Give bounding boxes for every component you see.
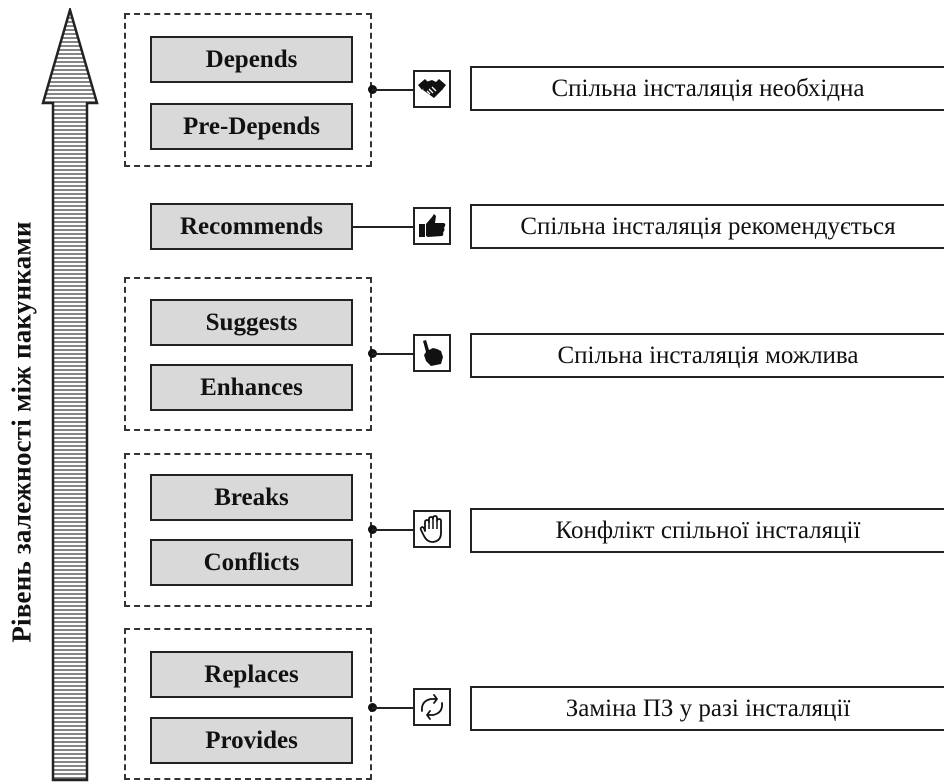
package-breaks: Breaks bbox=[150, 474, 353, 521]
package-pre-depends: Pre-Depends bbox=[150, 103, 353, 150]
thumbs-up-icon-box bbox=[413, 207, 451, 245]
pointing-hand-icon bbox=[423, 340, 443, 366]
description-replacement: Заміна ПЗ у разі інсталяції bbox=[470, 686, 944, 731]
stop-hand-icon bbox=[419, 515, 442, 543]
description-required: Спільна інсталяція необхідна bbox=[470, 66, 944, 111]
stop-hand-icon-box bbox=[413, 510, 451, 548]
pointing-hand-icon-box bbox=[413, 334, 451, 372]
description-conflict: Конфлікт спільної інсталяції bbox=[470, 508, 944, 553]
package-suggests: Suggests bbox=[150, 299, 353, 346]
connector-line bbox=[372, 707, 413, 709]
axis-label-text: Рівень залежності між пакунками bbox=[6, 221, 37, 643]
package-depends: Depends bbox=[150, 36, 353, 83]
swap-arrows-icon bbox=[421, 694, 443, 720]
package-conflicts: Conflicts bbox=[150, 539, 353, 586]
package-replaces: Replaces bbox=[150, 651, 353, 698]
package-recommends: Recommends bbox=[150, 203, 353, 250]
handshake-icon-box bbox=[413, 70, 451, 108]
connector-line bbox=[372, 353, 413, 355]
thumbs-up-icon bbox=[419, 214, 446, 237]
package-provides: Provides bbox=[150, 717, 353, 764]
swap-arrows-icon-box bbox=[413, 688, 451, 726]
handshake-icon bbox=[418, 79, 446, 98]
connector-line bbox=[353, 226, 413, 228]
connector-line bbox=[372, 529, 413, 531]
connector-line bbox=[372, 89, 413, 91]
package-enhances: Enhances bbox=[150, 364, 353, 411]
description-possible: Спільна інсталяція можлива bbox=[470, 333, 944, 378]
description-recommended: Спільна інсталяція рекомендується bbox=[470, 204, 944, 249]
dependency-level-arrow bbox=[41, 8, 99, 782]
